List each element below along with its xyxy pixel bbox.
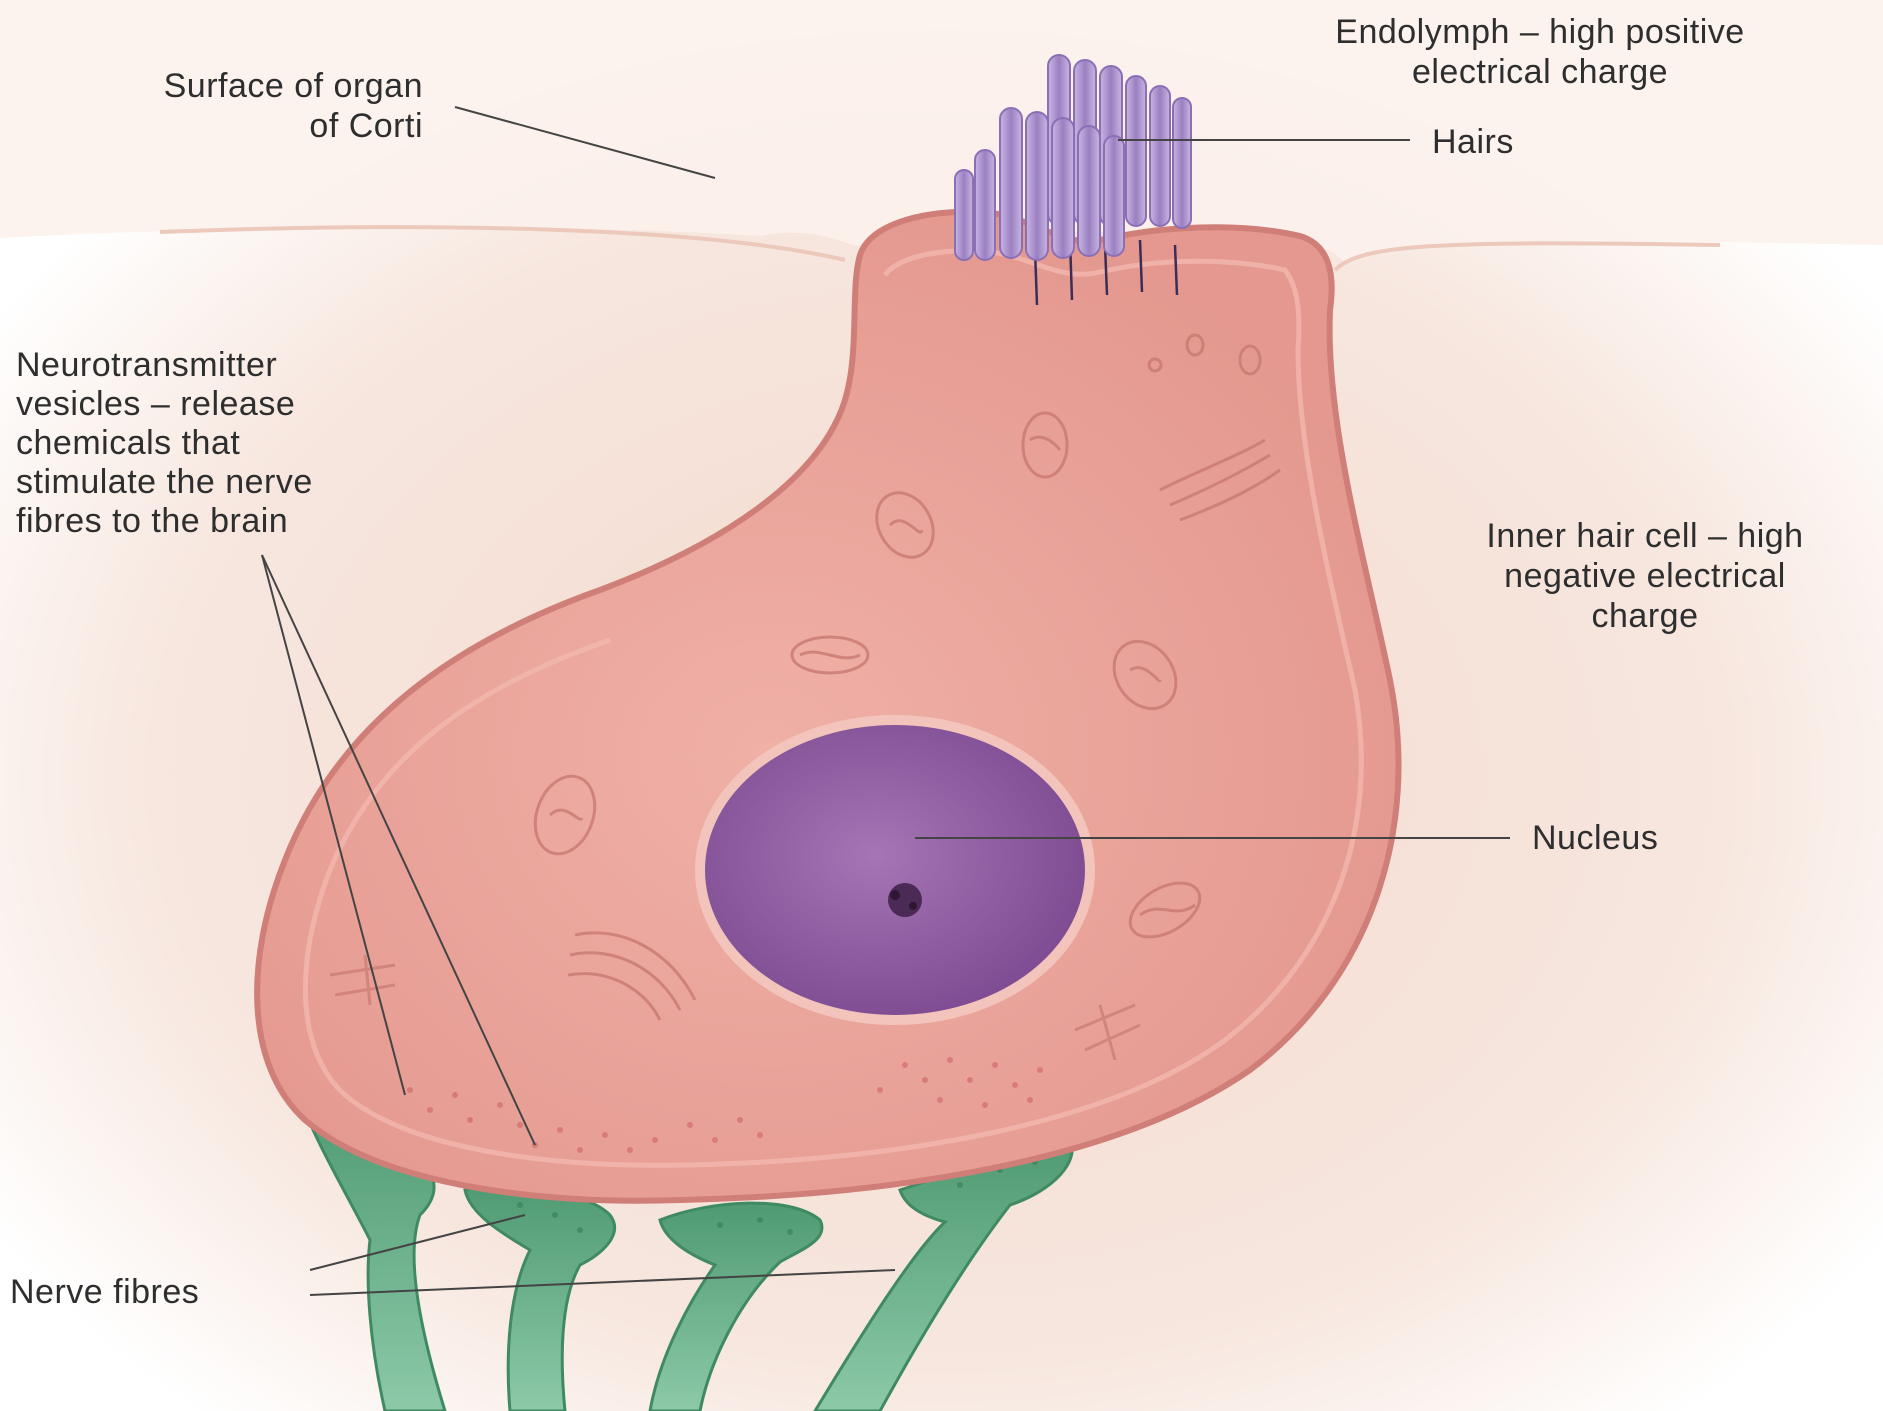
label-inner-hair-cell: Inner hair cell – high negative electric…: [1415, 516, 1875, 636]
nucleus: [700, 720, 1090, 1020]
label-nucleus: Nucleus: [1532, 818, 1732, 858]
label-neurotransmitter-vesicles: Neurotransmitter vesicles – release chem…: [16, 346, 456, 541]
label-nerve-fibres: Nerve fibres: [10, 1272, 310, 1312]
label-endolymph: Endolymph – high positive electrical cha…: [1230, 12, 1850, 92]
label-hairs: Hairs: [1432, 122, 1612, 162]
nucleolus: [888, 883, 922, 917]
label-surface-organ-of-corti: Surface of organ of Corti: [40, 66, 423, 146]
